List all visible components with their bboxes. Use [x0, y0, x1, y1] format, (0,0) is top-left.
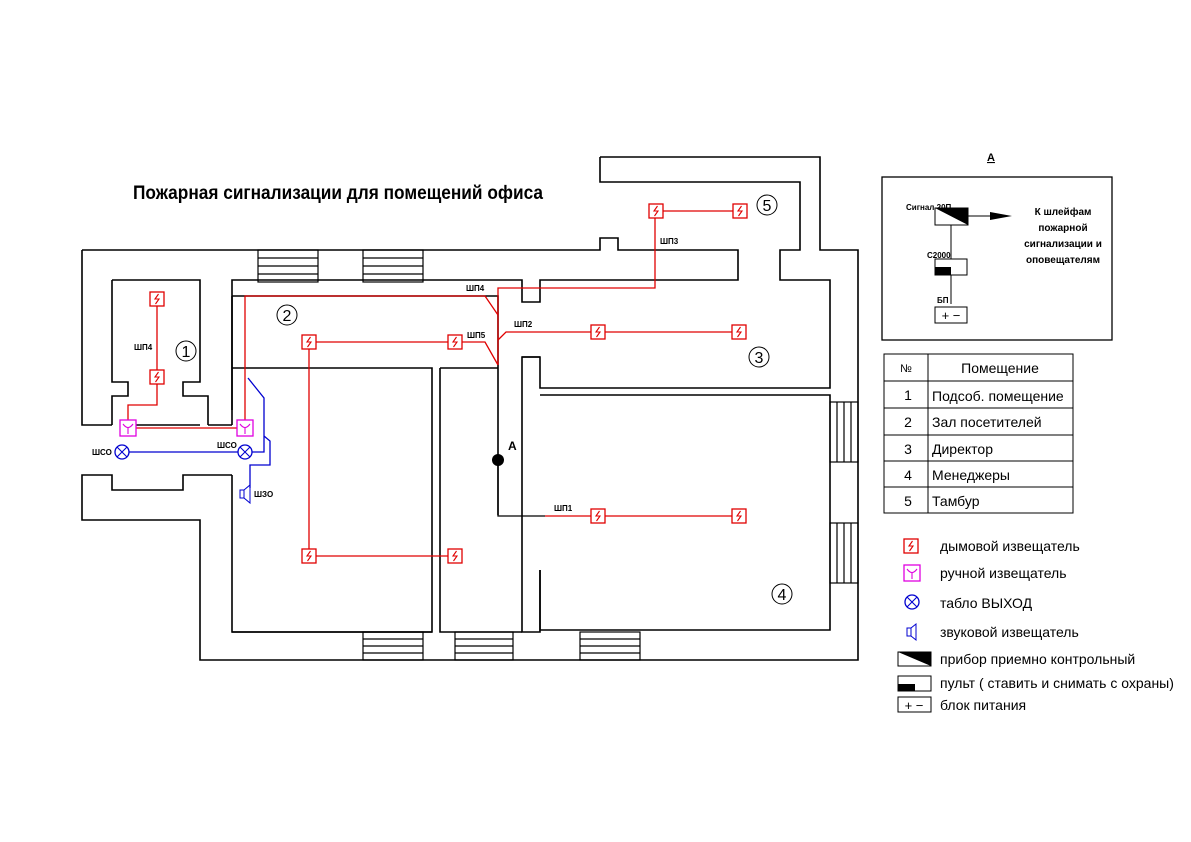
arrow-icon: [990, 212, 1012, 220]
svg-text:5: 5: [904, 493, 912, 509]
sounder-icon: [906, 622, 917, 642]
svg-text:С2000: С2000: [927, 251, 951, 260]
manual-call-point-icon: [119, 419, 137, 437]
control-panel-icon: [897, 651, 932, 667]
room-numbers: 1 2 3 4 5: [175, 194, 793, 605]
svg-text:табло ВЫХОД: табло ВЫХОД: [940, 595, 1033, 611]
svg-text:№: №: [900, 363, 912, 375]
manual-call-point-icon: [903, 564, 921, 582]
svg-text:+ −: + −: [942, 308, 961, 323]
svg-text:Тамбур: Тамбур: [932, 493, 980, 509]
svg-text:ШП5: ШП5: [467, 331, 486, 340]
power-supply-icon: + −: [934, 306, 968, 324]
svg-text:ручной извещатель: ручной извещатель: [940, 565, 1067, 581]
svg-text:ШП2: ШП2: [514, 320, 533, 329]
svg-text:2: 2: [904, 414, 912, 430]
svg-text:3: 3: [904, 441, 912, 457]
point-a-label: A: [508, 439, 517, 453]
svg-text:прибор приемно контрольный: прибор приемно контрольный: [940, 651, 1135, 667]
svg-text:A: A: [987, 152, 995, 164]
drawing-title: Пожарная сигнализации для помещений офис…: [133, 183, 543, 204]
smoke-detector-icon: [648, 203, 664, 219]
manual-call-point-icon: [236, 419, 254, 437]
svg-text:блок питания: блок питания: [940, 697, 1026, 713]
svg-text:БП: БП: [937, 296, 949, 305]
svg-text:ШП4: ШП4: [466, 284, 485, 293]
smoke-detector-icon: [590, 508, 606, 524]
svg-text:5: 5: [763, 198, 772, 215]
svg-text:ШСО: ШСО: [217, 441, 237, 450]
svg-text:Сигнал 20П: Сигнал 20П: [906, 203, 952, 212]
svg-text:ШП1: ШП1: [554, 504, 573, 513]
svg-text:1: 1: [182, 344, 191, 361]
exit-sign-icon: [237, 444, 253, 460]
smoke-detector-icon: [590, 324, 606, 340]
smoke-detector-icon: [732, 203, 748, 219]
svg-text:звуковой извещатель: звуковой извещатель: [940, 624, 1079, 640]
windows: [829, 401, 859, 584]
svg-text:пожарной: пожарной: [1038, 223, 1087, 234]
control-panel-icon: [934, 207, 969, 226]
smoke-detector-icon: [903, 538, 919, 554]
svg-text:4: 4: [904, 467, 912, 483]
smoke-detector-icon: [731, 508, 747, 524]
loop-labels: ШП4 ШП4 ШП3 ШП5 ШП2 ШП1 ШСО ШСО ШЗО A: [92, 237, 679, 513]
svg-text:2: 2: [283, 308, 292, 325]
svg-text:ШСО: ШСО: [92, 448, 112, 457]
svg-text:К шлейфам: К шлейфам: [1035, 206, 1092, 218]
svg-text:Подсоб. помещение: Подсоб. помещение: [932, 388, 1064, 404]
smoke-detector-icon: [447, 548, 463, 564]
console-icon: [897, 675, 932, 692]
control-point-a: [492, 454, 504, 466]
table-row: 5 Тамбур: [904, 493, 980, 509]
inset-a: A Сигнал 20П С2000 БП + − К шлейфам пожа…: [881, 152, 1113, 341]
power-supply-icon: + −: [897, 696, 932, 713]
smoke-detector-icon: [447, 334, 463, 350]
table-row: 3 Директор: [904, 441, 993, 457]
svg-text:ШП3: ШП3: [660, 237, 679, 246]
console-icon: [934, 258, 968, 276]
smoke-detector-icon: [149, 291, 165, 307]
legend: дымовой извещатель ручной извещатель таб…: [897, 538, 1174, 713]
exit-sign-icon: [904, 594, 920, 610]
svg-text:пульт ( ставить и снимать с ох: пульт ( ставить и снимать с охраны): [940, 675, 1174, 691]
smoke-detector-icon: [731, 324, 747, 340]
table-row: 1 Подсоб. помещение: [904, 387, 1064, 404]
svg-text:1: 1: [904, 387, 912, 403]
exit-sign-icon: [114, 444, 130, 460]
svg-text:Зал посетителей: Зал посетителей: [932, 414, 1042, 430]
fire-alarm-loops: [127, 210, 733, 557]
svg-text:4: 4: [778, 587, 787, 604]
svg-text:дымовой извещатель: дымовой извещатель: [940, 538, 1080, 554]
svg-text:3: 3: [755, 350, 764, 367]
svg-text:сигнализации и: сигнализации и: [1024, 239, 1102, 250]
devices: [114, 203, 748, 564]
sounder-icon: [239, 483, 251, 505]
svg-text:ШП4: ШП4: [134, 343, 153, 352]
smoke-detector-icon: [149, 369, 165, 385]
table-row: 2 Зал посетителей: [904, 414, 1041, 430]
svg-text:+ −: + −: [905, 698, 924, 713]
walls: [81, 156, 859, 661]
svg-text:Помещение: Помещение: [961, 360, 1039, 376]
svg-text:ШЗО: ШЗО: [254, 490, 273, 499]
stairs: [257, 249, 641, 661]
table-row: 4 Менеджеры: [904, 467, 1010, 483]
svg-text:Директор: Директор: [932, 441, 993, 457]
rooms-table: № Помещение 1 Подсоб. помещение 2 Зал посе…: [883, 353, 1074, 514]
smoke-detector-icon: [301, 334, 317, 350]
svg-text:оповещателям: оповещателям: [1026, 255, 1100, 266]
svg-text:Менеджеры: Менеджеры: [932, 467, 1010, 483]
smoke-detector-icon: [301, 548, 317, 564]
